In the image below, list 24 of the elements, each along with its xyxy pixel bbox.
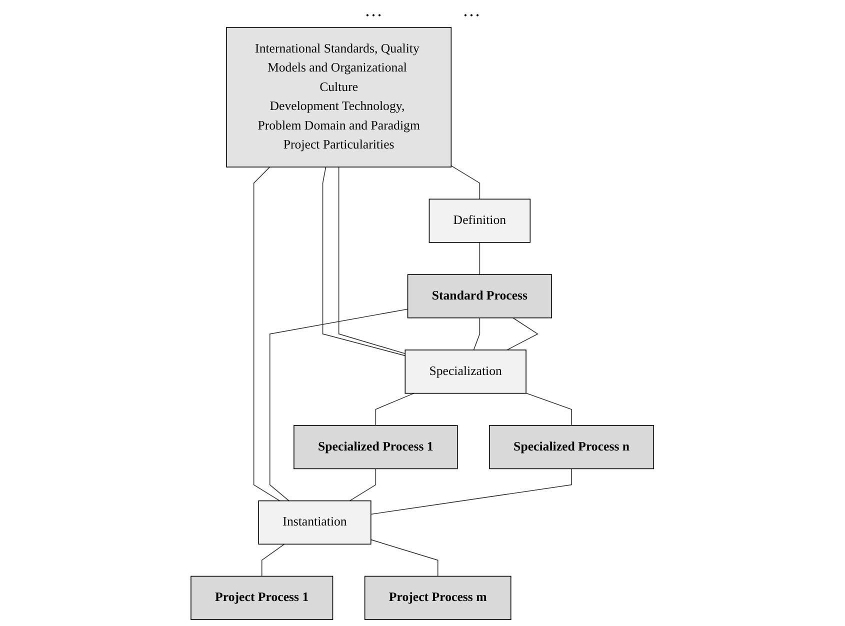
connector	[526, 392, 572, 426]
connector	[338, 166, 406, 354]
node-box: Specialized Process 1	[294, 425, 458, 470]
ellipsis-label: …	[462, 0, 480, 20]
node-box: Standard Process	[408, 274, 552, 318]
connector	[262, 544, 285, 577]
node-box: Instantiation	[258, 500, 372, 545]
node-box: International Standards, Quality Models and Organizational Culture Development Technology, Problem Domain and Paradigm Project Particularities	[226, 27, 452, 168]
connector	[322, 166, 406, 356]
connector	[473, 317, 480, 350]
ellipsis-label: …	[364, 0, 382, 20]
connector	[350, 468, 376, 502]
connector	[375, 392, 415, 426]
node-box: Specialized Process n	[489, 425, 654, 470]
node-box: Project Process 1	[190, 576, 334, 620]
node-box: Project Process m	[364, 576, 512, 620]
connector	[479, 242, 480, 275]
node-box: Definition	[429, 198, 531, 243]
connector	[270, 308, 408, 502]
connector	[370, 468, 572, 515]
connector	[370, 539, 438, 577]
connector	[254, 166, 280, 502]
connector	[450, 165, 480, 200]
node-box: Specialization	[404, 350, 527, 394]
